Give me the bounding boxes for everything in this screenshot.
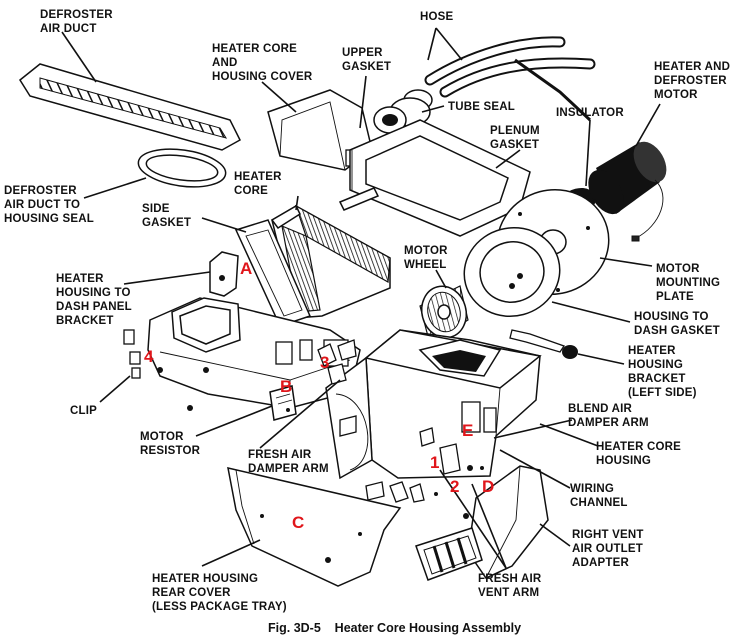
housing-dash-gasket [463, 226, 561, 318]
heater-core [270, 187, 391, 319]
clip-parts [123, 329, 141, 379]
label-upper-gasket: UPPER GASKET [342, 47, 391, 73]
label-insulator: INSULATOR [556, 107, 624, 119]
plenum-gasket [349, 119, 531, 237]
label-motor-mounting-plate: MOTOR MOUNTING PLATE [656, 263, 724, 303]
figure-caption: Fig. 3D-5 Heater Core Housing Assembly [268, 621, 521, 635]
label-plenum-gasket: PLENUM GASKET [490, 125, 543, 151]
fresh-air-damper-pieces [317, 339, 425, 503]
motor-wheel [419, 285, 469, 345]
label-fresh-air-vent-arm: FRESH AIR VENT ARM [478, 573, 545, 599]
label-dash-panel-bracket: HEATER HOUSING TO DASH PANEL BRACKET [56, 273, 135, 327]
marker-b: B [280, 377, 292, 396]
label-housing-bracket-left: HEATER HOUSING BRACKET (LEFT SIDE) [628, 345, 697, 399]
label-heater-core: HEATER CORE [234, 171, 285, 197]
defroster-air-duct [19, 63, 241, 151]
label-heater-core-cover: HEATER CORE AND HOUSING COVER [212, 43, 313, 83]
label-motor-wheel: MOTOR WHEEL [404, 245, 451, 271]
label-right-vent-adapter: RIGHT VENT AIR OUTLET ADAPTER [572, 529, 647, 569]
label-heater-core-housing: HEATER CORE HOUSING [596, 441, 684, 467]
marker-3: 3 [320, 353, 329, 372]
housing-bracket-left [509, 329, 578, 359]
marker-c: C [292, 513, 304, 532]
label-clip: CLIP [70, 405, 97, 417]
defroster-seal [137, 148, 227, 188]
label-hose: HOSE [420, 11, 454, 23]
label-heater-defroster-motor: HEATER AND DEFROSTER MOTOR [654, 61, 734, 101]
reference-markers: A B C D E 1 2 3 4 [144, 259, 494, 532]
side-gasket [234, 219, 312, 327]
label-wiring-channel: WIRING CHANNEL [570, 483, 628, 509]
label-motor-resistor: MOTOR RESISTOR [140, 431, 201, 457]
marker-e: E [462, 421, 473, 440]
label-side-gasket: SIDE GASKET [142, 203, 191, 229]
label-blend-air-arm: BLEND AIR DAMPER ARM [568, 403, 649, 429]
label-fresh-air-damper-arm: FRESH AIR DAMPER ARM [248, 449, 329, 475]
marker-d: D [482, 477, 494, 496]
right-vent-adapter [415, 465, 549, 581]
label-defroster-seal: DEFROSTER AIR DUCT TO HOUSING SEAL [4, 185, 94, 225]
rear-cover [227, 467, 402, 587]
marker-a: A [240, 259, 252, 278]
marker-2: 2 [450, 477, 459, 496]
marker-1: 1 [430, 453, 439, 472]
heater-core-housing [325, 329, 542, 496]
hose-assembly [373, 36, 596, 134]
part-labels: DEFROSTER AIR DUCT HEATER CORE AND HOUSI… [4, 9, 734, 613]
label-housing-dash-gasket: HOUSING TO DASH GASKET [634, 311, 720, 337]
label-defroster-air-duct: DEFROSTER AIR DUCT [40, 9, 116, 35]
parts-drawing [19, 27, 667, 587]
label-tube-seal: TUBE SEAL [448, 101, 515, 113]
label-rear-cover: HEATER HOUSING REAR COVER (LESS PACKAGE … [152, 573, 287, 613]
dash-panel-bracket [209, 251, 239, 297]
leader-lines [61, 27, 661, 569]
marker-4: 4 [144, 347, 154, 366]
motor-resistor [269, 385, 297, 421]
